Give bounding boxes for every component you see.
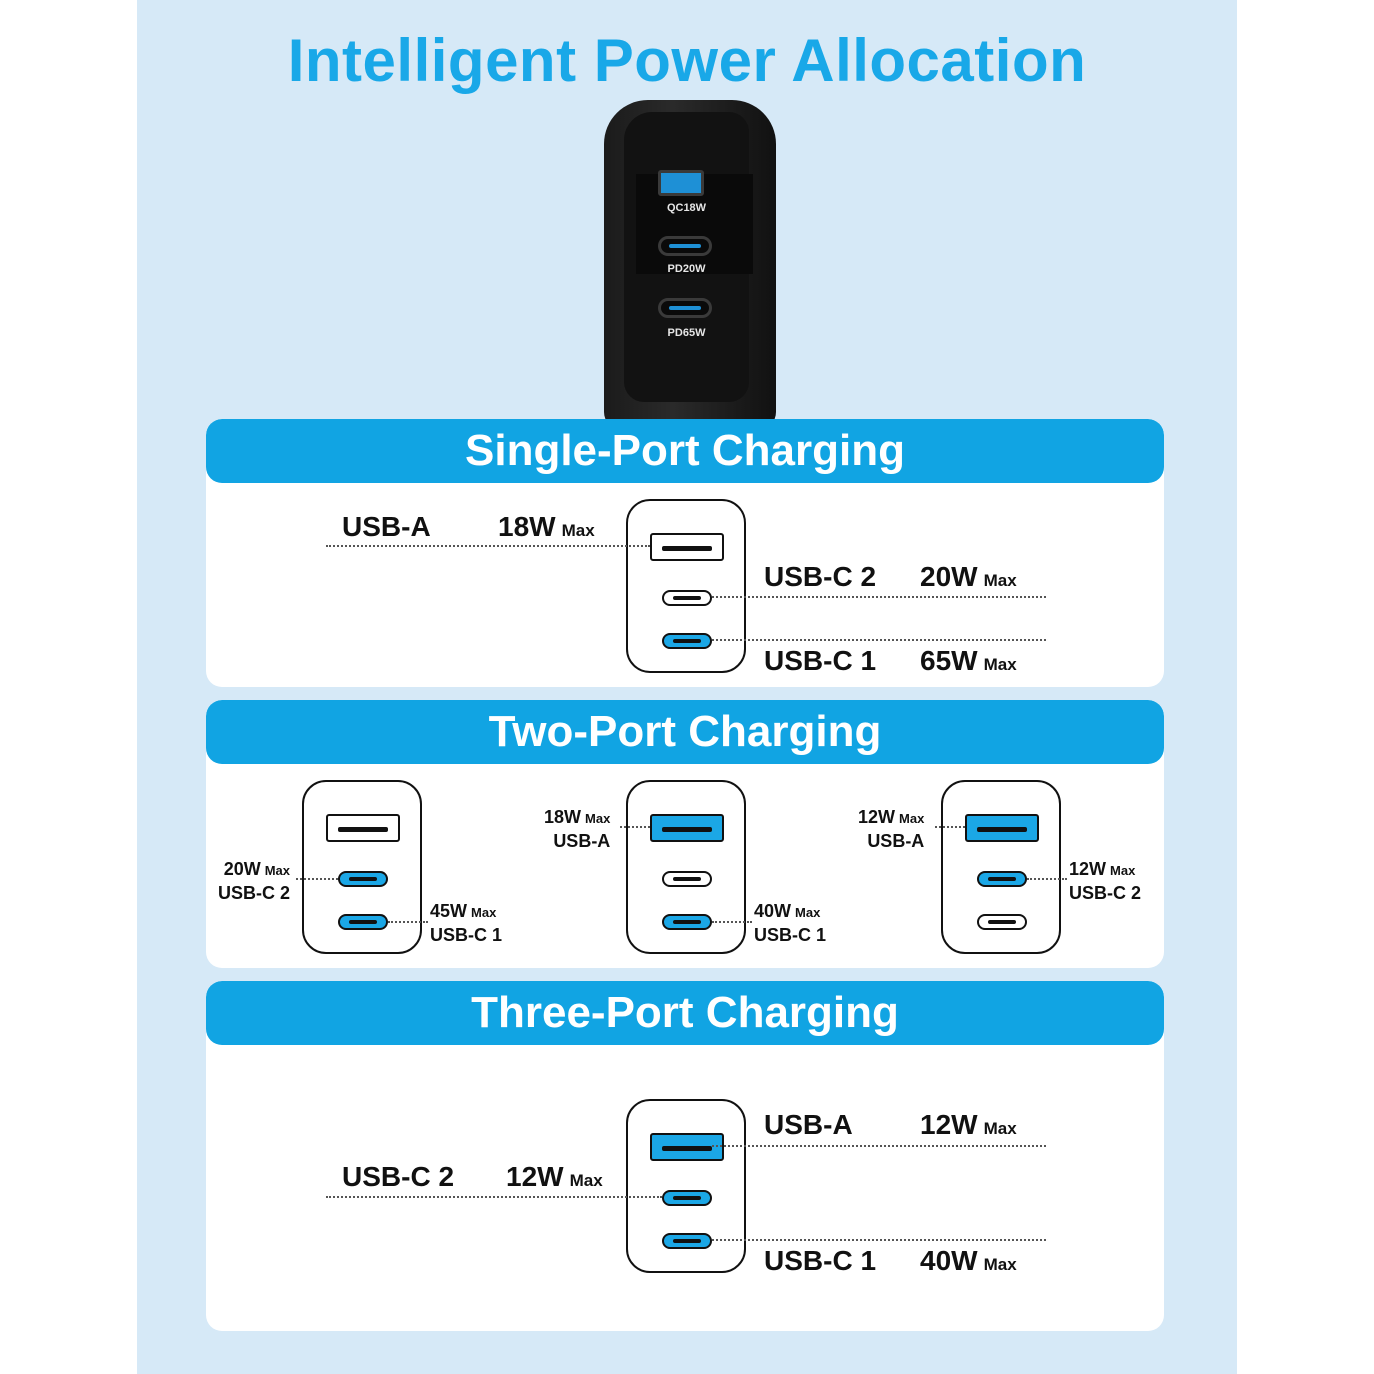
usb-a-port-icon	[650, 814, 724, 842]
charger-usb-c1-port	[658, 298, 712, 318]
leader-line	[296, 878, 338, 880]
leader-line	[712, 1145, 1046, 1147]
usb-c1-port-icon	[338, 914, 388, 930]
three-usb-c1-name: USB-C 1	[764, 1245, 877, 1276]
usb-a-port-icon	[326, 814, 400, 842]
port-diagram-two-3	[941, 780, 1061, 954]
charger-usb-a-port	[658, 170, 704, 196]
usb-c2-port-icon	[662, 1190, 712, 1206]
usb-c2-port-icon	[338, 871, 388, 887]
port-diagram-two-1	[302, 780, 422, 954]
usb-a-port-icon	[650, 1133, 724, 1161]
charger-label-pd20w: PD20W	[667, 263, 706, 275]
leader-line	[712, 639, 1046, 641]
single-usb-c1-name: USB-C 1	[764, 645, 877, 676]
charger-image: QC18W PD20W PD65W	[604, 100, 776, 430]
leader-line	[712, 921, 752, 923]
single-port-title: Single-Port Charging	[206, 419, 1164, 483]
charger-label-pd65w: PD65W	[667, 327, 706, 339]
leader-line	[620, 826, 650, 828]
leader-line	[326, 545, 650, 547]
two-port-title: Two-Port Charging	[206, 700, 1164, 764]
three-usb-a-name: USB-A	[764, 1109, 853, 1140]
usb-c1-port-icon	[662, 914, 712, 930]
three-usb-c2-name: USB-C 2	[342, 1161, 455, 1192]
leader-line	[712, 1239, 1046, 1241]
leader-line	[935, 826, 965, 828]
leader-line	[388, 921, 428, 923]
leader-line	[326, 1196, 662, 1198]
single-usb-c2-name: USB-C 2	[764, 561, 877, 592]
usb-c1-port-icon	[977, 914, 1027, 930]
page-title: Intelligent Power Allocation	[287, 27, 1087, 94]
charger-label-qc18w: QC18W	[666, 202, 707, 214]
charger-usb-c2-port	[658, 236, 712, 256]
usb-a-port-icon	[965, 814, 1039, 842]
usb-c2-port-icon	[977, 871, 1027, 887]
single-usb-a-name: USB-A	[342, 511, 431, 542]
port-diagram-three	[626, 1099, 746, 1273]
port-diagram-two-2	[626, 780, 746, 954]
charger-face	[624, 112, 753, 402]
three-port-title: Three-Port Charging	[206, 981, 1164, 1045]
usb-c2-port-icon	[662, 871, 712, 887]
port-diagram-single	[626, 499, 746, 673]
usb-a-port-icon	[650, 533, 724, 561]
usb-c1-port-icon	[662, 633, 712, 649]
usb-c1-port-icon	[662, 1233, 712, 1249]
usb-c2-port-icon	[662, 590, 712, 606]
leader-line	[712, 596, 1046, 598]
leader-line	[1027, 878, 1067, 880]
